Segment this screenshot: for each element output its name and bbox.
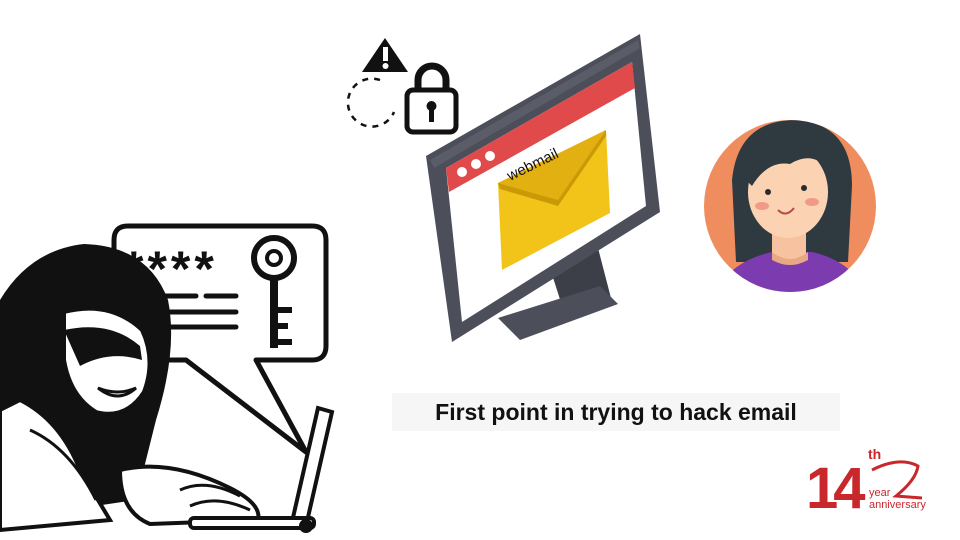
window-dot-3 <box>485 151 495 161</box>
envelope-icon <box>498 130 610 270</box>
logo-superscript: th <box>868 446 881 462</box>
laptop <box>188 405 335 533</box>
avatar <box>704 120 876 292</box>
window-dot-1 <box>457 167 467 177</box>
logo-number: 14 <box>806 456 865 521</box>
monitor: webmail <box>426 34 660 342</box>
key-icon <box>251 235 297 348</box>
anniversary-logo: 14 th year anniversary <box>806 446 926 521</box>
hacker-figure <box>0 244 335 533</box>
window-dot-2 <box>471 159 481 169</box>
padlock-icon <box>346 62 459 135</box>
logo-word-year: year <box>869 487 891 499</box>
logo-word-anniversary: anniversary <box>869 499 926 511</box>
caption: First point in trying to hack email <box>392 393 840 431</box>
warning-icon <box>362 38 408 72</box>
